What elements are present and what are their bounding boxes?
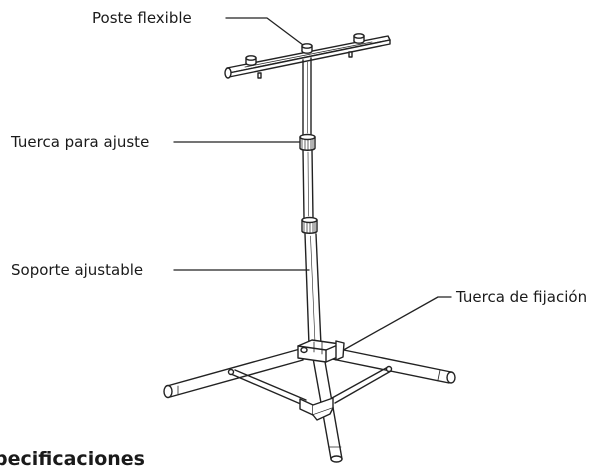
crossbar-knob-center xyxy=(301,43,313,54)
label-soporte-ajustable: Soporte ajustable xyxy=(11,261,144,279)
section-heading: pecificaciones xyxy=(0,448,145,470)
label-tuerca-fijacion: Tuerca de fijación xyxy=(456,288,588,306)
crossbar-knob-left xyxy=(245,55,257,66)
label-poste-flexible: Poste flexible xyxy=(92,9,192,27)
lower-pole xyxy=(304,233,322,346)
leader-poste-flexible xyxy=(225,17,304,46)
leader-tuerca-fijacion xyxy=(339,296,452,353)
label-tuerca-ajuste: Tuerca para ajuste xyxy=(11,133,150,151)
leader-lines xyxy=(173,17,452,353)
adjust-nut-lower xyxy=(301,216,318,234)
crossbar-knob-right xyxy=(353,33,365,44)
upper-pole xyxy=(302,57,312,136)
adjust-nut-upper xyxy=(299,133,316,151)
crossbar xyxy=(224,33,391,79)
tripod-legs xyxy=(163,347,456,463)
fixing-nut-hub xyxy=(297,339,345,363)
middle-pole xyxy=(302,149,314,219)
